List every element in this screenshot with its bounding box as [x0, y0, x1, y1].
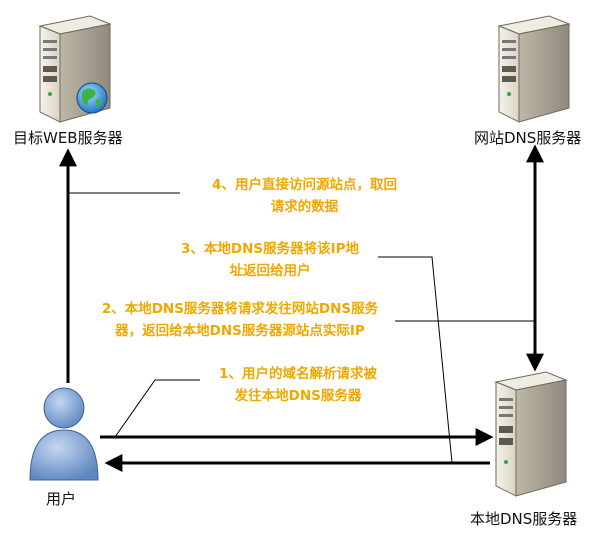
globe-icon — [76, 82, 108, 114]
user-icon — [29, 387, 99, 481]
step-3-line-1: 3、本地DNS服务器将该IP地 — [180, 241, 360, 257]
step-4-line-2: 请求的数据 — [270, 199, 339, 215]
step-4-annotation: 4、用户直接访问源站点，取回 请求的数据 — [182, 174, 427, 218]
step-1-annotation: 1、用户的域名解析请求被 发往本地DNS服务器 — [198, 363, 398, 407]
web-server-label: 目标WEB服务器 — [13, 129, 123, 147]
step-3-annotation: 3、本地DNS服务器将该IP地 址返回给用户 — [160, 238, 380, 282]
user-label: 用户 — [46, 490, 77, 508]
local-dns-server-label: 本地DNS服务器 — [470, 510, 578, 528]
step-1-line-2: 发往本地DNS服务器 — [234, 388, 362, 404]
local-dns-server-icon — [494, 371, 568, 497]
step-2-line-2: 器，返回给本地DNS服务器源站点实际IP — [115, 323, 365, 339]
site-dns-server-label: 网站DNS服务器 — [474, 129, 582, 147]
step-2-annotation: 2、本地DNS服务器将请求发往网站DNS服务 器，返回给本地DNS服务器源站点实… — [80, 298, 400, 342]
callout-line-step-1 — [114, 379, 200, 438]
site-dns-server-icon — [497, 15, 571, 123]
step-1-line-1: 1、用户的域名解析请求被 — [219, 366, 377, 382]
step-4-line-1: 4、用户直接访问源站点，取回 — [212, 177, 397, 193]
step-3-line-2: 址返回给用户 — [229, 263, 311, 279]
callout-line-step-3 — [378, 256, 453, 464]
step-2-line-1: 2、本地DNS服务器将请求发往网站DNS服务 — [101, 301, 379, 317]
